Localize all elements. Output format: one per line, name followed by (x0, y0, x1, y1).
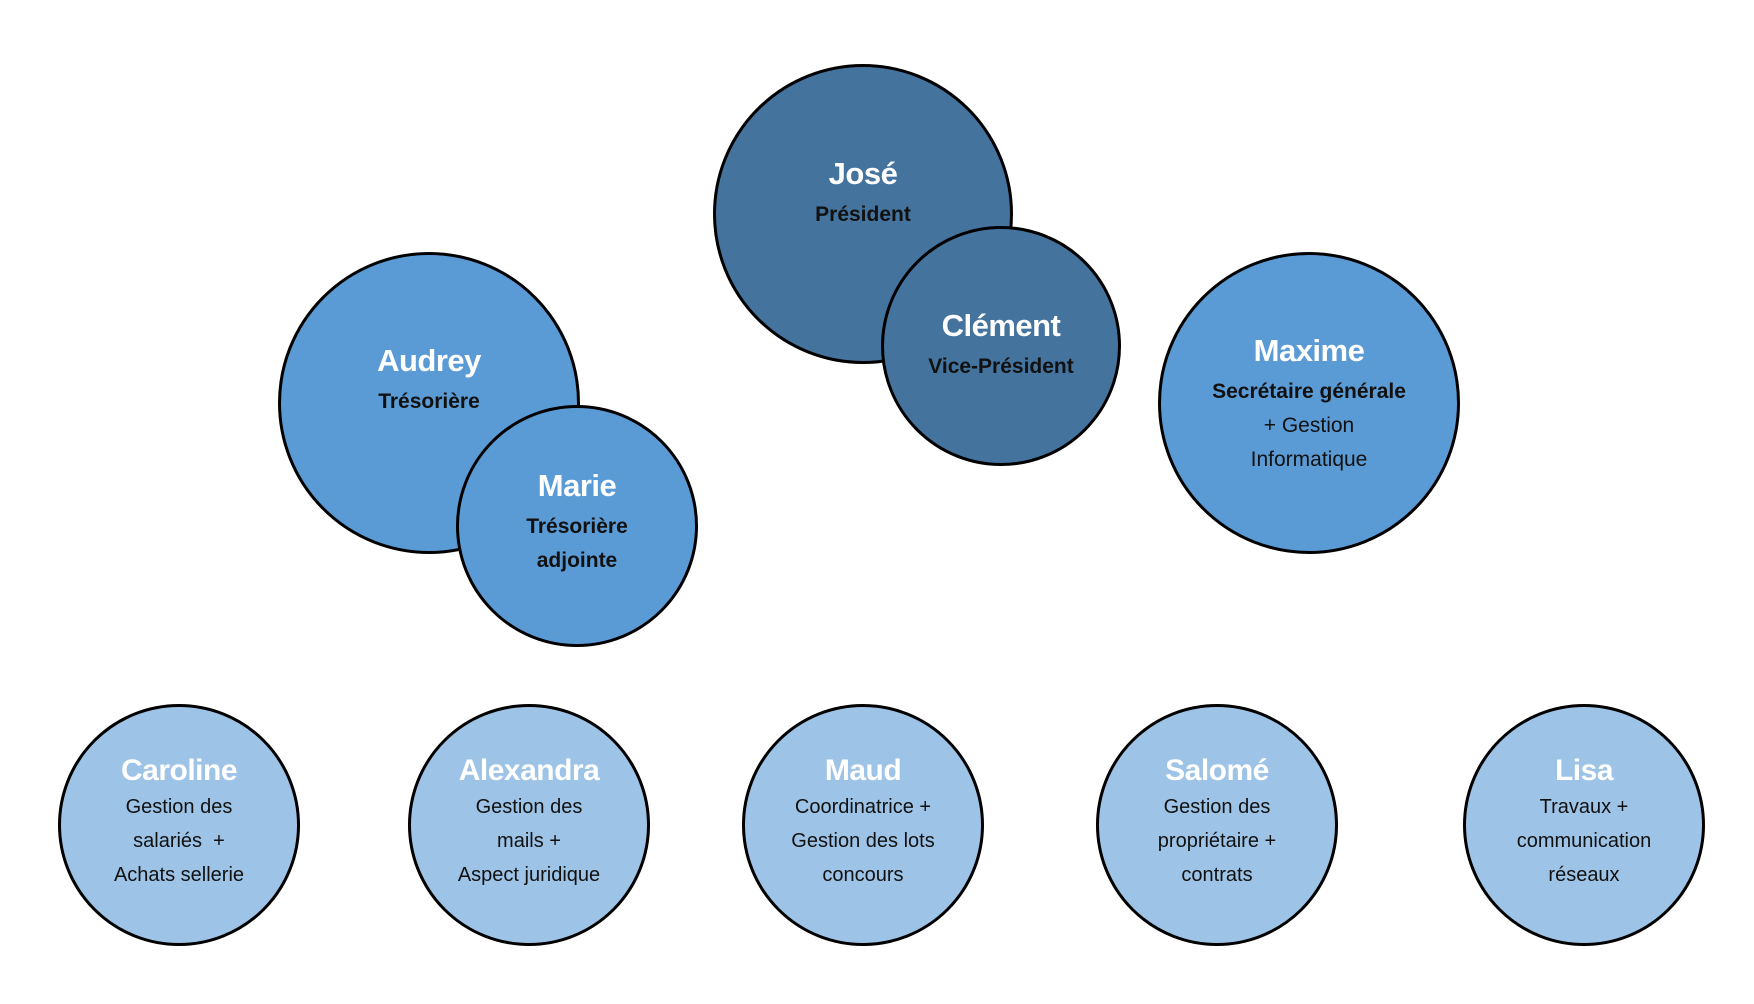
role-line: + Gestion (1263, 414, 1355, 437)
member-node-alexandra: Alexandra Gestion des mails + Aspect jur… (408, 704, 650, 946)
vice-president-name: Clément (941, 308, 1061, 343)
role-line: Gestion des (475, 796, 583, 818)
role-line: Président (815, 203, 911, 226)
vice-president-role: Vice-Président (928, 350, 1074, 384)
member-node-lisa: Lisa Travaux + communication réseaux (1463, 704, 1705, 946)
member-role: Coordinatrice + Gestion des lots concour… (791, 790, 934, 892)
role-line: Informatique (1250, 448, 1368, 471)
role-line: réseaux (1548, 864, 1620, 886)
role-line: contrats (1181, 864, 1253, 886)
role-line: Trésorière (526, 515, 628, 538)
deputy-treasurer-node: Marie Trésorière adjointe (456, 405, 698, 647)
role-line: Gestion des (1163, 796, 1271, 818)
member-name: Caroline (120, 754, 238, 787)
president-role: Président (815, 198, 911, 232)
president-name: José (828, 156, 898, 191)
member-name: Lisa (1554, 754, 1614, 787)
member-name: Maud (824, 754, 902, 787)
treasurer-name: Audrey (377, 343, 481, 378)
role-line: Achats sellerie (113, 864, 245, 886)
member-role: Travaux + communication réseaux (1517, 790, 1652, 892)
member-node-maud: Maud Coordinatrice + Gestion des lots co… (742, 704, 984, 946)
member-role: Gestion des mails + Aspect juridique (458, 790, 600, 892)
role-line: Trésorière (378, 390, 480, 413)
role-line: Gestion des (125, 796, 233, 818)
role-line: Travaux + (1539, 796, 1629, 818)
role-line: adjointe (536, 549, 618, 572)
member-node-caroline: Caroline Gestion des salariés + Achats s… (58, 704, 300, 946)
treasurer-role: Trésorière (377, 385, 481, 419)
secretary-name: Maxime (1253, 333, 1365, 368)
member-name: Salomé (1165, 754, 1269, 787)
role-line: Vice-Président (928, 355, 1074, 378)
vice-president-node: Clément Vice-Président (881, 226, 1121, 466)
role-line: concours (822, 864, 904, 886)
president-node: José Président (713, 64, 1013, 364)
deputy-treasurer-name: Marie (537, 468, 617, 503)
role-line: Secrétaire générale (1212, 380, 1406, 403)
role-line: mails + (497, 830, 561, 852)
member-node-salome: Salomé Gestion des propriétaire + contra… (1096, 704, 1338, 946)
deputy-treasurer-role: Trésorière adjointe (526, 510, 628, 578)
role-line: salariés + (133, 830, 225, 852)
role-line: propriétaire + (1157, 830, 1277, 852)
role-line: Aspect juridique (457, 864, 601, 886)
secretary-node: Maxime Secrétaire générale + Gestion Inf… (1158, 252, 1460, 554)
member-role: Gestion des propriétaire + contrats (1158, 790, 1276, 892)
role-line: Coordinatrice + (794, 796, 932, 818)
member-name: Alexandra (458, 754, 600, 787)
role-line: Gestion des lots (791, 830, 935, 852)
role-line: communication (1516, 830, 1652, 852)
secretary-role: Secrétaire générale + Gestion Informatiq… (1212, 375, 1406, 477)
member-role: Gestion des salariés + Achats sellerie (114, 790, 244, 892)
